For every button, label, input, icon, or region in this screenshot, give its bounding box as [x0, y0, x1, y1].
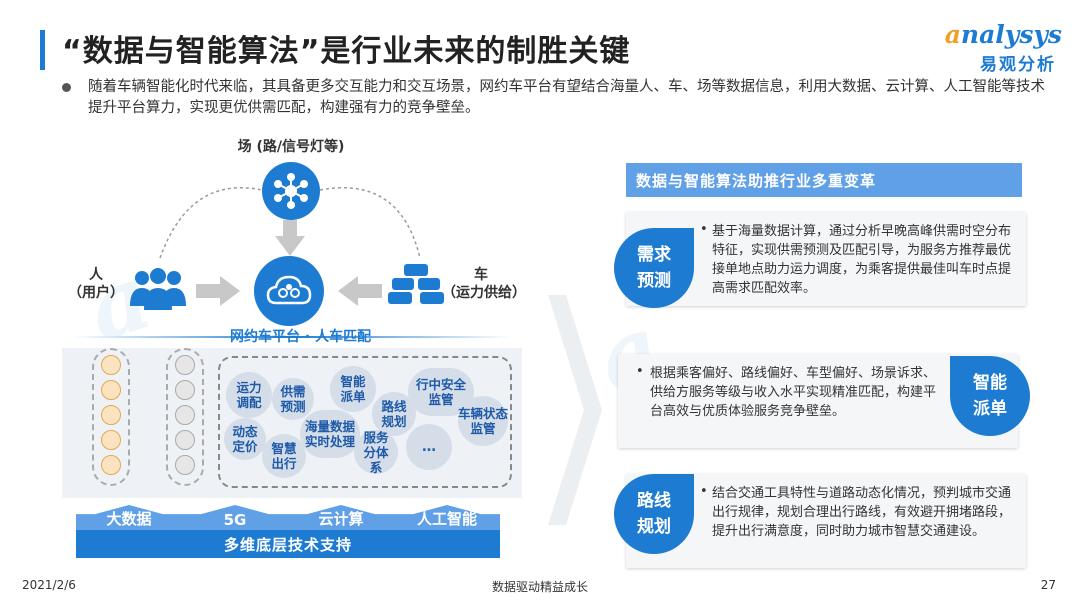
- tech-label: 大数据: [106, 510, 152, 528]
- cars-fleet-icon: [388, 264, 444, 304]
- logo-wordmark: analysys: [945, 20, 1062, 49]
- bubble-label: 行中安全监管: [415, 377, 466, 407]
- users-group-icon: [130, 268, 186, 310]
- tech-foundation-bar: 多维底层技术支持: [76, 530, 500, 558]
- user-icon: [101, 380, 121, 400]
- bubble-more: …: [406, 424, 452, 470]
- bubble-big-data: 海量数据实时处理: [300, 410, 360, 458]
- bubble-label: 智慧出行: [271, 441, 297, 471]
- dashed-arc-right: [319, 186, 421, 259]
- tag-smart-dispatch: 智能派单: [950, 356, 1030, 436]
- logo-swoosh-a: a: [944, 20, 961, 49]
- arrow-left-icon: [338, 276, 382, 306]
- bubble-dynamic-pricing: 动态定价: [224, 418, 266, 460]
- dashed-arc-left: [159, 186, 263, 259]
- car-label: 车 （运力供给）: [442, 266, 526, 302]
- car-icon: [175, 355, 195, 375]
- platform-label: 网约车平台 · 人车匹配: [230, 329, 372, 345]
- people-label-line1: 人: [89, 267, 103, 283]
- intro-paragraph: 随着车辆智能化时代来临，其具备更多交互能力和交互场景，网约车平台有望结合海量人、…: [88, 79, 1045, 116]
- page-number: 27: [1040, 578, 1056, 592]
- function-box: [218, 356, 512, 488]
- bubble-service-score: 服务分体系: [354, 429, 398, 475]
- tech-label: 人工智能: [416, 510, 477, 528]
- bubble-vehicle-status: 车辆状态监管: [458, 396, 508, 446]
- card-text: 根据乘客偏好、路线偏好、车型偏好、场景诉求、供给方服务等级与收入水平实现精准匹配…: [650, 366, 937, 419]
- arrow-down-icon: [275, 220, 305, 256]
- tech-label: 5G: [223, 511, 247, 529]
- car-icon: [175, 380, 195, 400]
- bubble-label: 运力调配: [236, 380, 262, 410]
- user-icon: [101, 430, 121, 450]
- people-label-line2: （用户）: [68, 285, 124, 301]
- title-accent-bar: [40, 30, 45, 70]
- network-hub-icon: [262, 162, 320, 220]
- user-icon: [101, 405, 121, 425]
- platform-divider-line: [72, 336, 512, 338]
- card-bullet: •: [636, 364, 644, 379]
- bubble-smart-dispatch: 智能派单: [330, 366, 376, 412]
- bubble-label: 海量数据实时处理: [304, 419, 355, 449]
- card-text: 基于海量数据计算，通过分析早晚高峰供需时空分布特征，实现供需预测及匹配引导，为服…: [712, 224, 1012, 296]
- intro-bullet-dot: [62, 83, 71, 92]
- chevron-right-icon: [548, 295, 602, 525]
- car-icon: [175, 430, 195, 450]
- tech-label: 云计算: [318, 510, 364, 528]
- right-section-header: 数据与智能算法助推行业多重变革: [626, 163, 1022, 197]
- cloud-gear-icon: [254, 256, 324, 326]
- bubble-label: 智能派单: [340, 374, 366, 404]
- bubble-route-planning: 路线规划: [372, 392, 416, 436]
- tag-label: 路线规划: [637, 491, 671, 537]
- bubble-label: …: [422, 438, 436, 455]
- logo-wordmark-rest: nalysys: [960, 20, 1062, 49]
- arrow-right-icon: [196, 276, 240, 306]
- bubble-label: 路线规划: [381, 399, 407, 429]
- card-text: 结合交通工具特性与道路动态化情况，预判城市交通出行规律，规划合理出行路线，有效避…: [712, 486, 1012, 539]
- user-icon: [101, 455, 121, 475]
- field-label: 场 (路/信号灯等): [237, 139, 345, 155]
- tag-route-planning: 路线规划: [614, 474, 694, 554]
- bubble-label: 供需预测: [280, 384, 306, 414]
- bubble-capacity-dispatch: 运力调配: [226, 372, 272, 418]
- bubble-label: 车辆状态监管: [458, 406, 509, 436]
- car-icon: [175, 405, 195, 425]
- car-label-line2: （运力供给）: [442, 285, 526, 301]
- footer-slogan: 数据驱动精益成长: [491, 580, 588, 594]
- bubble-label: 动态定价: [232, 424, 258, 454]
- footer-date: 2021/2/6: [22, 578, 76, 592]
- tag-label: 智能派单: [973, 373, 1007, 419]
- card-bullet: •: [700, 222, 708, 237]
- logo-chinese: 易观分析: [980, 55, 1056, 75]
- car-icon: [175, 455, 195, 475]
- car-column-frame: [166, 348, 204, 486]
- bubble-label: 服务分体系: [363, 429, 389, 475]
- bubble-demand-forecast: 供需预测: [272, 378, 314, 420]
- page-title: “数据与智能算法”是行业未来的制胜关键: [62, 34, 631, 69]
- user-icon: [101, 355, 121, 375]
- analysys-logo: analysys 易观分析: [942, 20, 1062, 75]
- people-column-frame: [92, 348, 130, 486]
- tag-label: 需求预测: [637, 245, 671, 291]
- tag-demand-forecast: 需求预测: [614, 228, 694, 308]
- car-label-line1: 车: [474, 267, 488, 283]
- bubble-smart-travel: 智慧出行: [262, 434, 306, 478]
- card-bullet: •: [700, 484, 708, 499]
- people-label: 人 （用户）: [64, 266, 128, 302]
